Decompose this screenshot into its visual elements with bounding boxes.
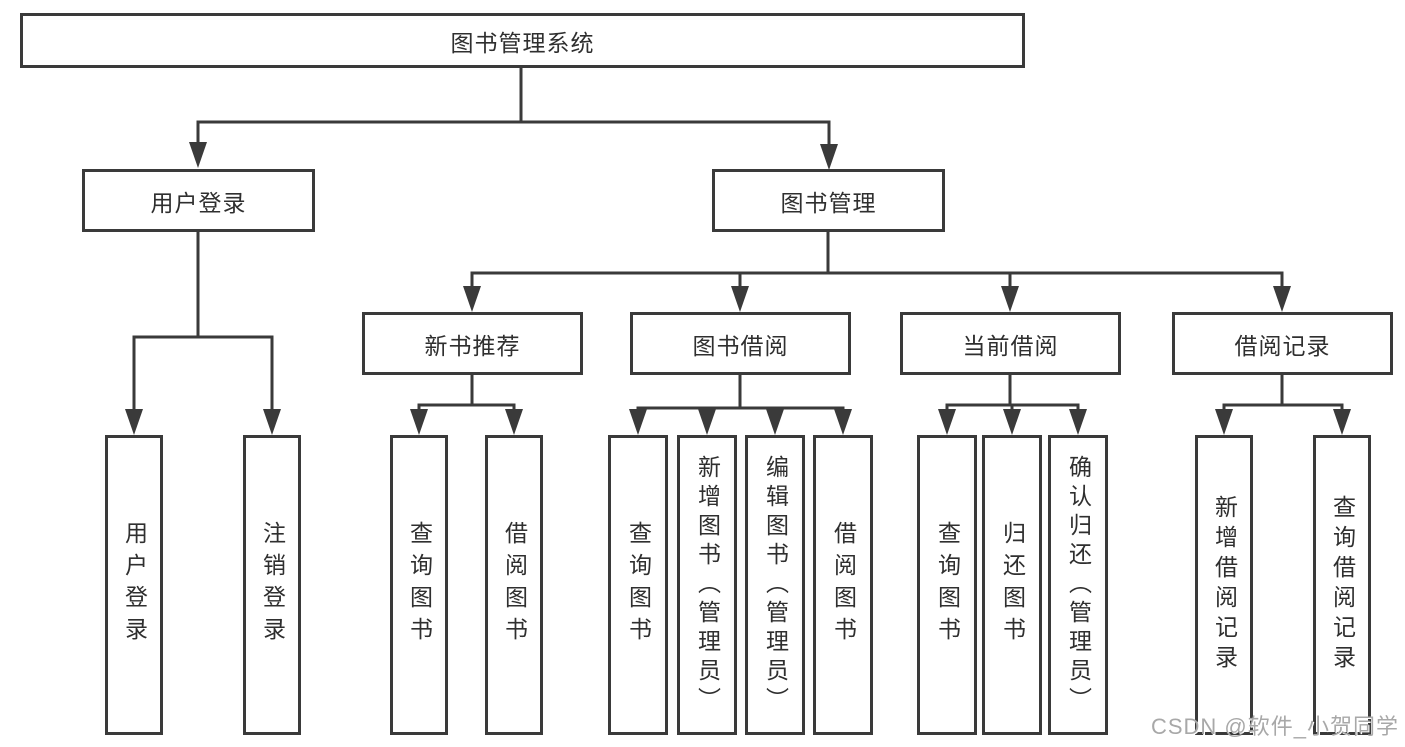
node-current-borrowing: 当前借阅 (900, 312, 1121, 375)
leaf-borrowing-query-books: 查询图书 (608, 435, 668, 735)
node-user-login: 用户登录 (82, 169, 315, 232)
leaf-user-login: 用户登录 (105, 435, 163, 735)
node-root: 图书管理系统 (20, 13, 1025, 68)
leaf-borrowing-borrow-books: 借阅图书 (813, 435, 873, 735)
leaf-current-return-books: 归还图书 (982, 435, 1042, 735)
leaf-current-confirm-return-admin: 确认归还（管理员） (1048, 435, 1108, 735)
leaf-borrowing-edit-books-admin: 编辑图书（管理员） (745, 435, 805, 735)
leaf-borrowing-add-books-admin: 新增图书（管理员） (677, 435, 737, 735)
leaf-records-query-record: 查询借阅记录 (1313, 435, 1371, 735)
leaf-newbooks-borrow-books: 借阅图书 (485, 435, 543, 735)
leaf-logout: 注销登录 (243, 435, 301, 735)
node-book-mgmt: 图书管理 (712, 169, 945, 232)
connector-arrowheads (125, 142, 1351, 435)
node-borrow-records: 借阅记录 (1172, 312, 1393, 375)
leaf-newbooks-query-books: 查询图书 (390, 435, 448, 735)
node-book-borrowing: 图书借阅 (630, 312, 851, 375)
node-new-books: 新书推荐 (362, 312, 583, 375)
csdn-watermark: CSDN @软件_小贺同学 (1150, 714, 1399, 739)
leaf-records-add-record: 新增借阅记录 (1195, 435, 1253, 735)
leaf-current-query-books: 查询图书 (917, 435, 977, 735)
